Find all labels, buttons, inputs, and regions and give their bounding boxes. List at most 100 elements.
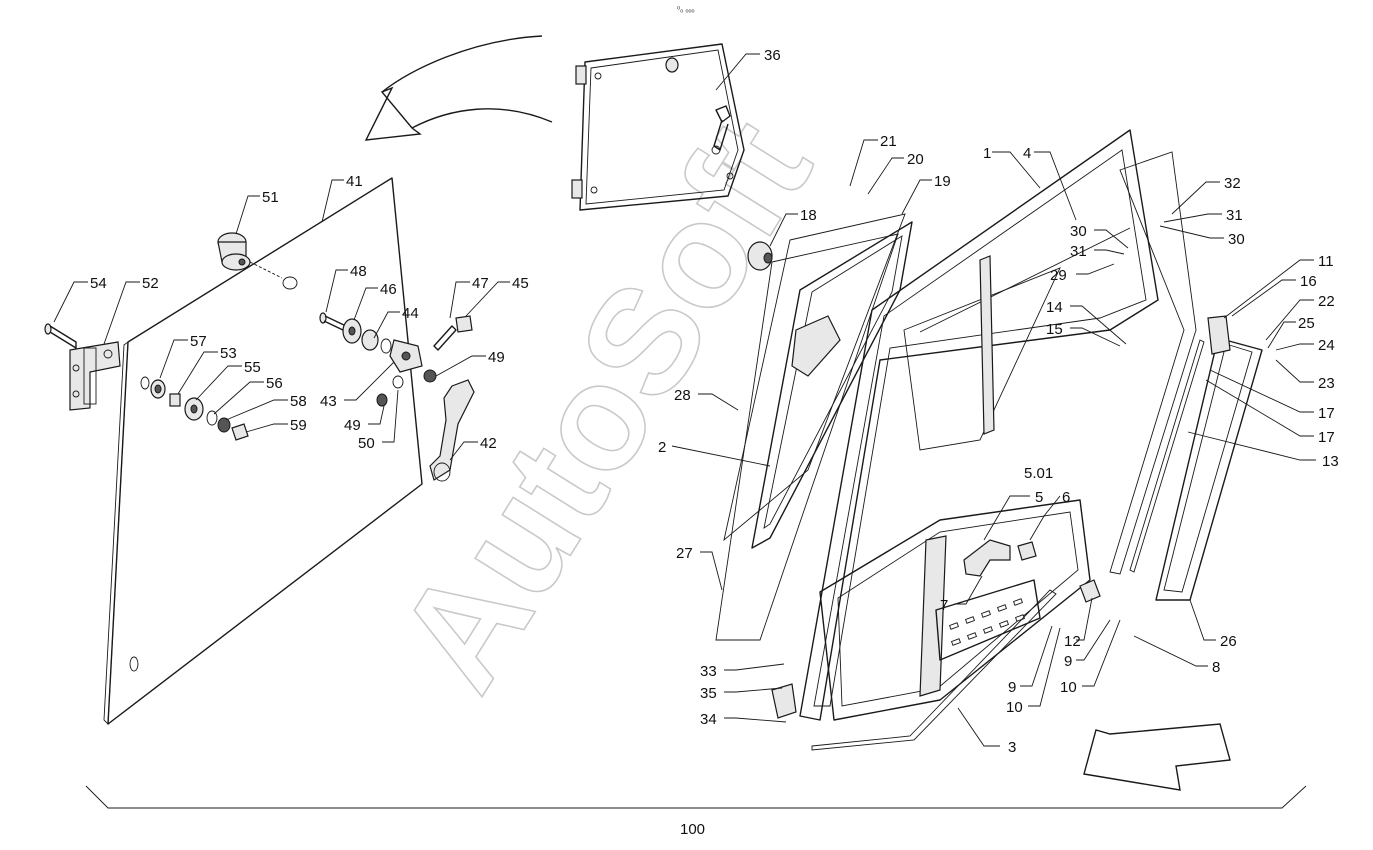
callout-leader-57 [159, 339, 188, 379]
gear-part-46 [342, 318, 362, 344]
callout-label-46: 46 [380, 281, 397, 298]
callout-leader-44 [373, 311, 400, 339]
seal-part-4 [1109, 151, 1197, 575]
callout-label-5: 5 [1035, 489, 1043, 506]
washer-part-left-small [140, 376, 150, 390]
callout-leader-23 [1275, 359, 1314, 383]
callout-label-12: 12 [1064, 633, 1081, 650]
bushing-part-57 [150, 379, 166, 399]
callout-label-28: 28 [674, 387, 691, 404]
watermark: AutoSoft [365, 91, 843, 717]
callout-leader-4 [1034, 151, 1077, 221]
callout-leader-12 [1076, 597, 1093, 641]
callout-label-56: 56 [266, 375, 283, 392]
callout-leader-11 [1223, 259, 1314, 319]
callout-leader-34 [724, 717, 787, 723]
callout-label-14: 14 [1046, 299, 1063, 316]
bushing-part-44 [361, 329, 392, 354]
callout-label-50: 50 [358, 435, 375, 452]
callout-leader-45 [465, 281, 510, 317]
assembly-bracket [85, 785, 1307, 809]
callout-leader-49 [368, 405, 385, 425]
callout-leader-51 [235, 195, 260, 235]
nut-part-45 [455, 315, 473, 333]
cap-part-59 [231, 423, 249, 441]
callout-label-9: 9 [1064, 653, 1072, 670]
rubber-stop-part-51 [217, 232, 283, 279]
callout-label-11: 11 [1318, 253, 1334, 270]
nut-part-49-upper [423, 369, 437, 383]
pad-part-6-small [1017, 541, 1037, 561]
callout-leader-54 [53, 281, 88, 323]
hinge-bracket-lower [771, 683, 797, 719]
callout-label-33: 33 [700, 663, 717, 680]
callout-label-4: 4 [1023, 145, 1031, 162]
callout-leader-9 [1076, 619, 1111, 661]
callout-label-25: 25 [1298, 315, 1315, 332]
screw-part-48 [319, 312, 347, 332]
callout-label-21: 21 [880, 133, 897, 150]
nut-part-49-lower [376, 393, 388, 407]
hinge-part-18 [747, 241, 773, 271]
callout-label-42: 42 [480, 435, 497, 452]
callout-label-15: 15 [1046, 321, 1063, 338]
callout-leader-56 [213, 381, 264, 415]
callout-label-48: 48 [350, 263, 367, 280]
spacer-part-53 [169, 393, 181, 407]
callout-leader-22 [1265, 299, 1314, 341]
callout-leader-20 [867, 157, 904, 195]
callout-leader-31 [1163, 213, 1222, 223]
callout-label-49: 49 [488, 349, 505, 366]
callout-leader-36 [715, 53, 760, 91]
callout-leader-30 [1159, 225, 1224, 239]
callout-leader-13 [1187, 431, 1316, 461]
callout-leader-30 [1094, 229, 1129, 249]
callout-leader-5 [983, 495, 1030, 541]
bolt-part-47 [433, 325, 457, 351]
callout-label-20: 20 [907, 151, 924, 168]
callout-label-41: 41 [346, 173, 363, 190]
callout-label-55: 55 [244, 359, 261, 376]
callout-leader-28 [698, 393, 739, 411]
callout-label-30: 30 [1070, 223, 1087, 240]
callout-leader-24 [1275, 343, 1314, 351]
callout-label-22: 22 [1318, 293, 1335, 310]
callout-leader-14 [1070, 305, 1127, 345]
bracket-part-5 [963, 539, 1011, 577]
handle-part-42 [429, 379, 475, 482]
grille-plate-part-6 [935, 579, 1041, 661]
callout-leader-6 [1029, 495, 1061, 541]
callout-label-53: 53 [220, 345, 237, 362]
callout-leader-17 [1209, 369, 1314, 413]
callout-leader-21 [849, 139, 878, 187]
washer-part-56 [206, 410, 218, 426]
callout-leader-35 [724, 687, 783, 693]
callout-label-9: 9 [1008, 679, 1016, 696]
callout-leader-49 [435, 355, 486, 377]
callout-label-10: 10 [1006, 699, 1023, 716]
bolt-part-54 [44, 323, 77, 349]
callout-label-3: 3 [1008, 739, 1016, 756]
callout-leader-17 [1205, 379, 1314, 437]
callout-label-1: 1 [983, 145, 991, 162]
callout-leader-1 [992, 151, 1041, 189]
callout-leader-33 [724, 663, 785, 671]
callout-label-51: 51 [262, 189, 279, 206]
callout-label-16: 16 [1300, 273, 1317, 290]
callout-label-43: 43 [320, 393, 337, 410]
lock-body-part-43 [389, 339, 423, 373]
callout-label-44: 44 [402, 305, 419, 322]
callout-label-27: 27 [676, 545, 693, 562]
callout-label-19: 19 [934, 173, 951, 190]
callout-leader-55 [195, 365, 242, 401]
rod-part-26 [1129, 339, 1205, 573]
rear-glass-part-27 [715, 233, 899, 641]
callout-label-31: 31 [1226, 207, 1243, 224]
callout-label-32: 32 [1224, 175, 1241, 192]
glass-door-panel-part-41 [103, 177, 423, 726]
direction-arrow-bottom [1083, 723, 1231, 791]
washer-part-50 [392, 375, 404, 389]
callout-label-35: 35 [700, 685, 717, 702]
